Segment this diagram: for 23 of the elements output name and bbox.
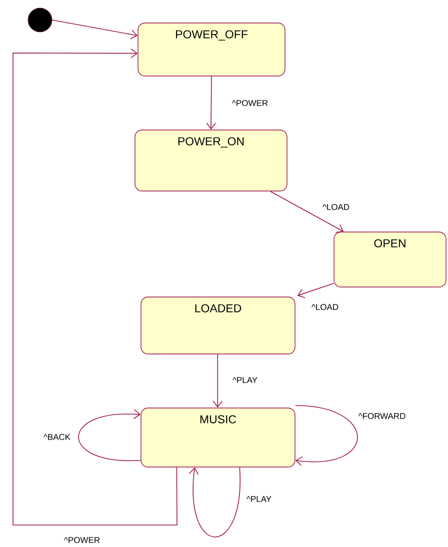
transition-arrow (206, 76, 216, 130)
edge-label: ^POWER (232, 100, 268, 106)
transition-arrow (52, 20, 138, 40)
state-box: OPEN (334, 232, 446, 288)
transition-arrow (294, 405, 358, 466)
transition-arrow (188, 466, 240, 538)
transition-arrow (12, 48, 178, 526)
transition-arrow (297, 282, 334, 298)
state-box: POWER_ON (134, 130, 288, 192)
state-box: LOADED (140, 296, 296, 354)
state-box: MUSIC (140, 408, 296, 468)
transition-arrow (270, 190, 344, 233)
edge-label: ^PLAY (232, 377, 258, 383)
initial-state-dot (28, 8, 52, 32)
edge-label: ^POWER (64, 537, 100, 543)
state-box: POWER_OFF (138, 22, 286, 76)
edge-label: ^PLAY (246, 496, 272, 502)
edge-label: ^BACK (43, 434, 70, 440)
edge-label: ^FORWARD (358, 413, 406, 419)
edge-label: ^LOAD (322, 204, 350, 210)
transition-arrow (212, 354, 223, 408)
edge-label: ^LOAD (311, 304, 338, 310)
transition-arrow (78, 409, 142, 461)
